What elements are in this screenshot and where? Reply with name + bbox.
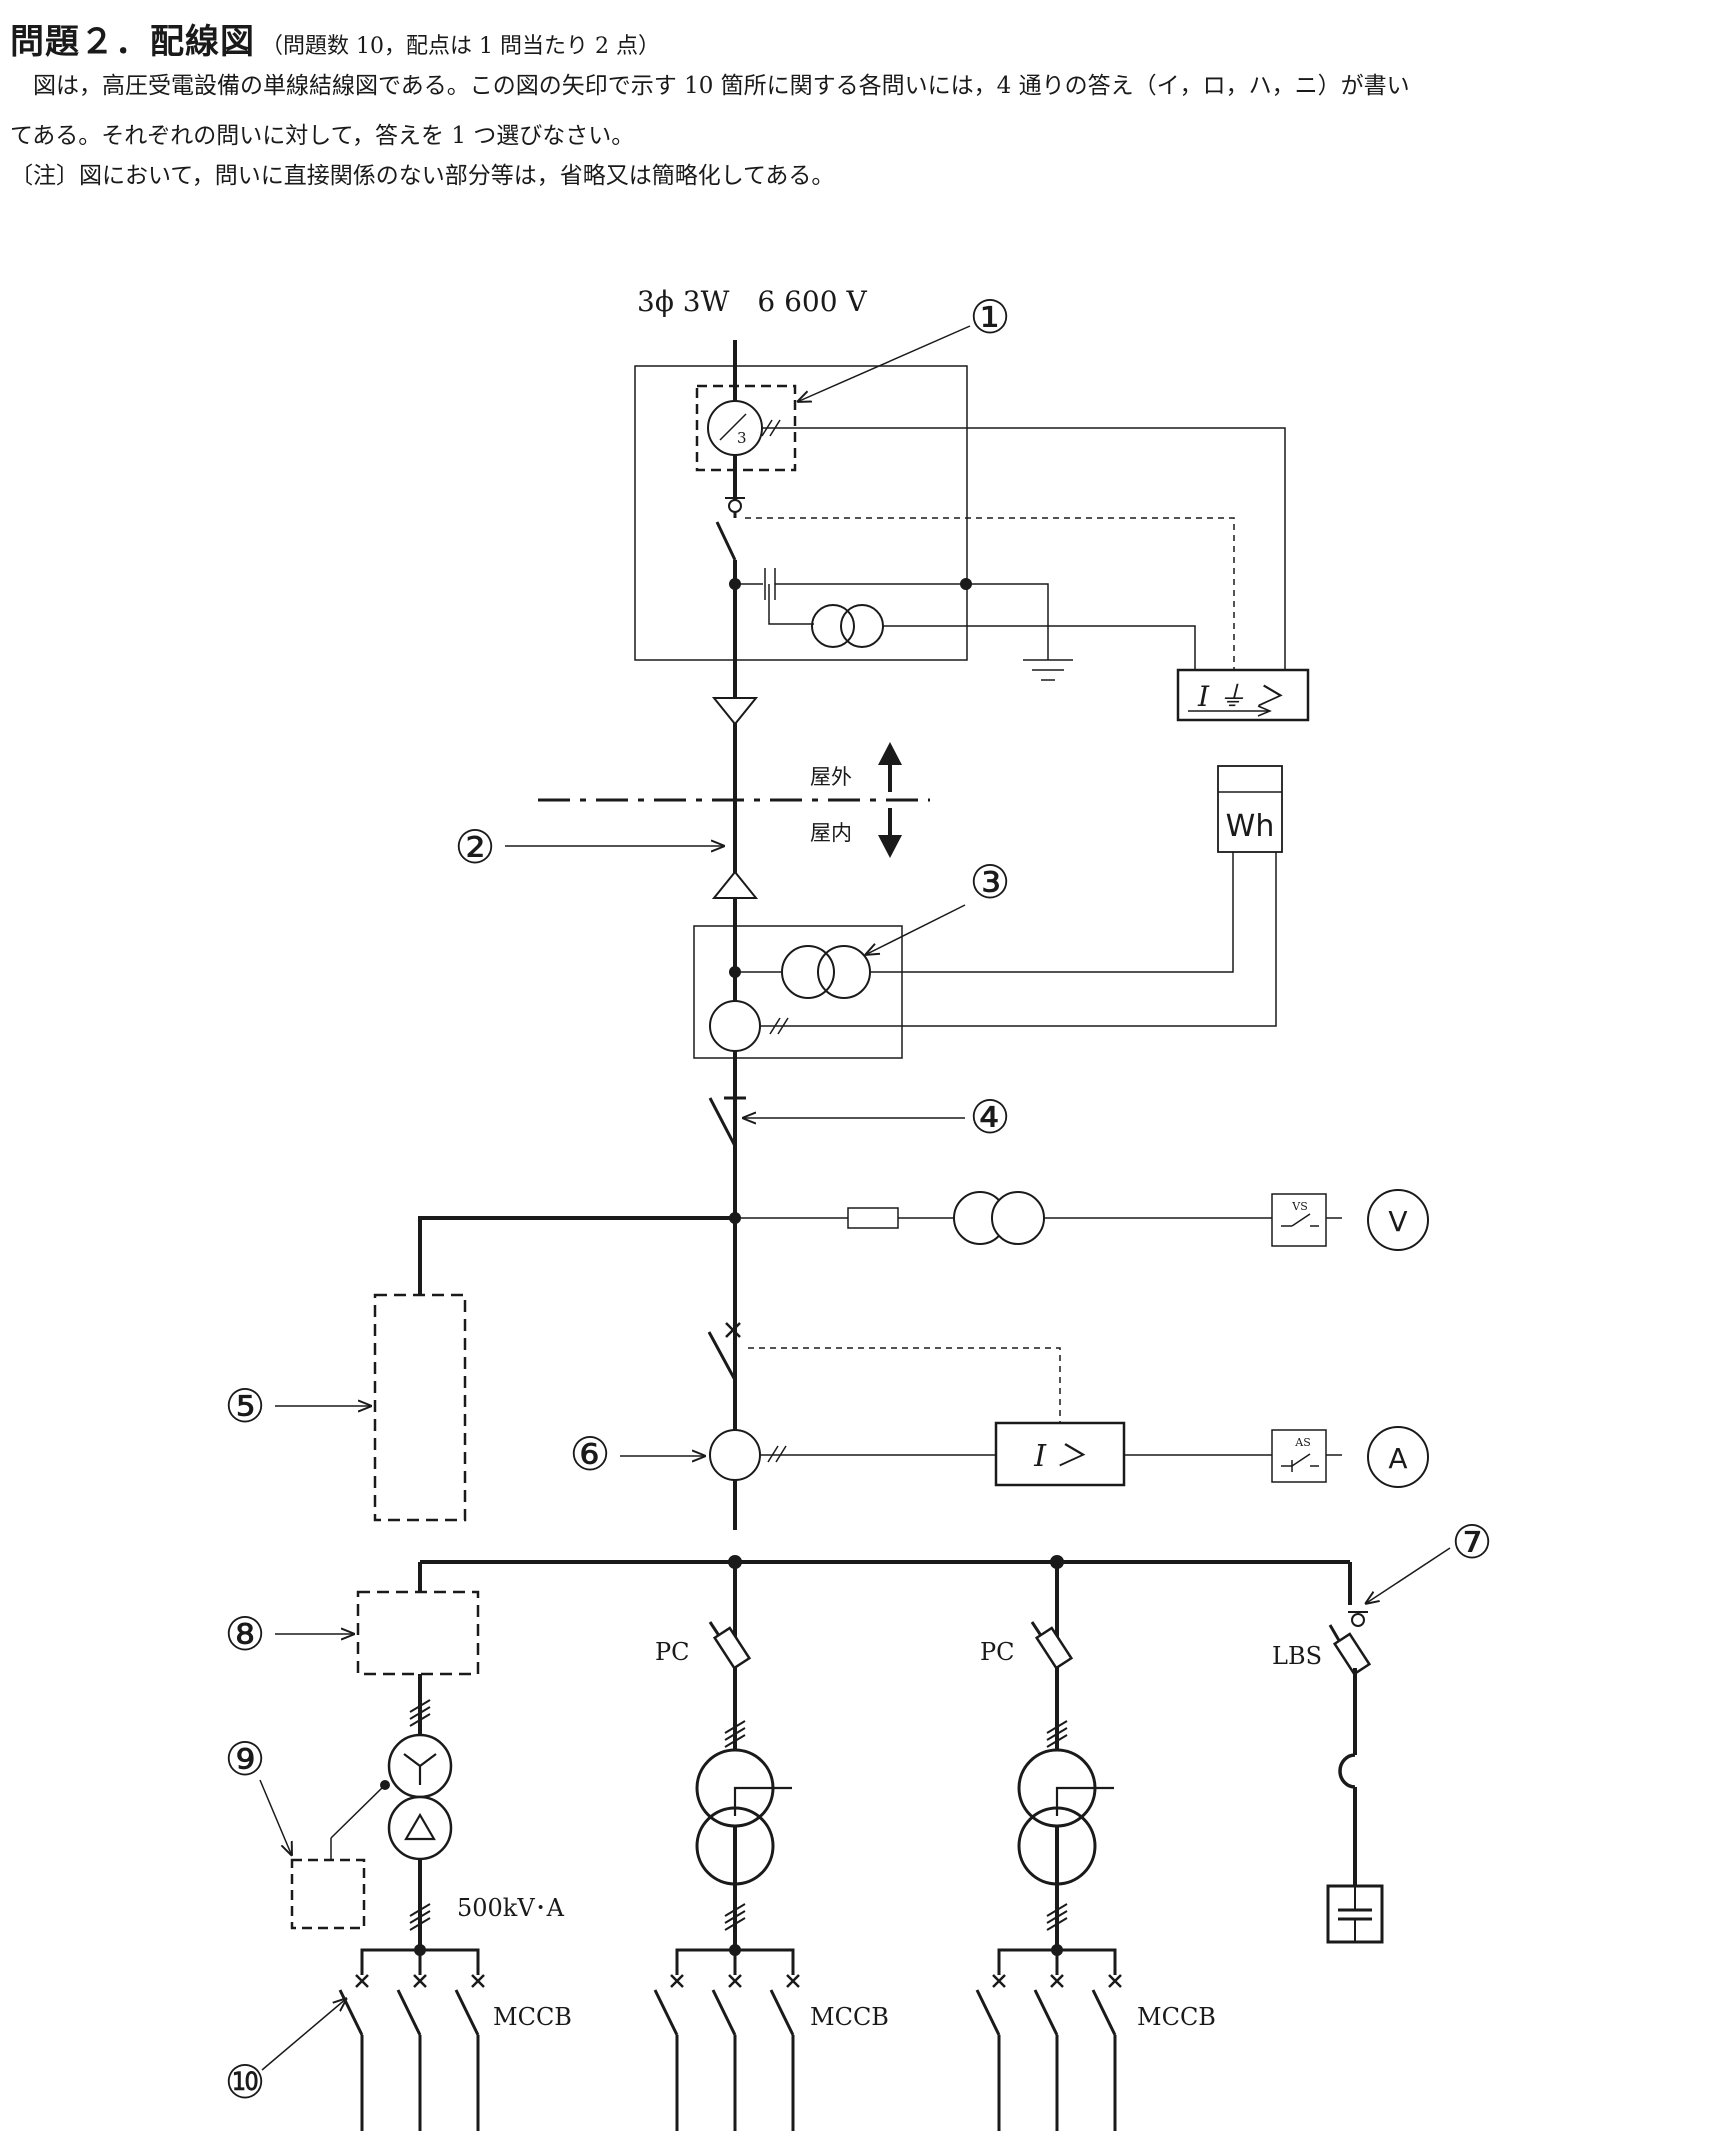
zct-number: 3 <box>737 429 747 447</box>
tr-secondary-delta <box>387 1795 453 1861</box>
ground-relay-label: I ⏚ ＞ <box>1197 680 1283 713</box>
marker-7: ⑦ <box>1451 1515 1492 1569</box>
voltmeter <box>1367 1189 1429 1251</box>
disconnector-blade <box>708 1097 737 1147</box>
zct-symbol <box>707 400 763 456</box>
note-line: 〔注〕図において，問いに直接関係のない部分等は，省略又は簡略化してある。 <box>10 163 835 189</box>
pas-switch-blade <box>715 521 737 561</box>
arrow-9 <box>259 1779 292 1856</box>
marker-1: ① <box>969 290 1010 344</box>
marker-4: ④ <box>969 1090 1010 1144</box>
arrow-10 <box>261 1998 347 2071</box>
marker-8-target-box <box>356 1590 480 1676</box>
delta-symbol-icon <box>404 1812 436 1841</box>
lbs-label: LBS <box>1272 1642 1322 1670</box>
zpd-transformer-1 <box>811 604 855 648</box>
zct-signal-line <box>762 427 1286 670</box>
vct-box <box>693 925 903 1059</box>
ammeter <box>1367 1426 1429 1488</box>
marker-10: ⑩ <box>224 2055 265 2109</box>
zpd-transformer-2 <box>840 604 884 648</box>
pc-label-1: PC <box>655 1638 690 1666</box>
wye-symbol-icon <box>403 1753 437 1785</box>
trip-link-dashed <box>745 517 1235 670</box>
mccb-label-1: MCCB <box>493 2003 572 2031</box>
marker-2: ② <box>454 820 495 874</box>
down-arrow-icon <box>878 835 902 858</box>
cable-head-indoor <box>711 870 759 899</box>
vct-vt-coil-2 <box>817 945 871 999</box>
wh-meter-box <box>1217 765 1283 853</box>
wh-meter-label: Wh <box>1226 809 1275 844</box>
pc-fuse-2 <box>1034 1626 1074 1670</box>
mccb-label-3: MCCB <box>1137 2003 1216 2031</box>
mccb-group-b <box>653 1974 800 2131</box>
page-subtitle: （問題数 10，配点は 1 問当たり 2 点） <box>261 34 660 59</box>
arrow-7 <box>1365 1547 1451 1604</box>
marker-1-target-box <box>695 384 797 472</box>
marker-8: ⑧ <box>224 1607 265 1661</box>
mccb-group-c <box>975 1974 1122 2131</box>
ct-symbol <box>709 1429 761 1481</box>
cable-head-outdoor <box>711 697 759 726</box>
vct-vt-coil-1 <box>781 945 835 999</box>
marker-9: ⑨ <box>224 1732 265 1786</box>
lbs-fuse <box>1332 1632 1372 1676</box>
vt-coil-2 <box>991 1191 1045 1245</box>
series-reactor-symbol <box>1338 1753 1356 1789</box>
marker-3: ③ <box>969 855 1010 909</box>
vs-switch-box <box>1271 1193 1327 1247</box>
outdoor-label: 屋外 <box>810 765 852 789</box>
pc-fuse-1 <box>712 1626 752 1670</box>
ammeter-label: A <box>1388 1442 1407 1475</box>
circuit-breaker-blade <box>707 1331 737 1381</box>
title-line: 問題２．配線図（問題数 10，配点は 1 問当たり 2 点） <box>10 14 660 63</box>
marker-5-target-box <box>373 1293 467 1522</box>
arrow-1 <box>797 325 971 402</box>
arrow-3 <box>865 904 966 955</box>
vs-label: VS <box>1291 1200 1307 1213</box>
pas-panel-box <box>634 365 968 661</box>
marker-9-target-box <box>290 1858 366 1930</box>
instruction-line-1: 図は，高圧受電設備の単線結線図である。この図の矢印で示す 10 箇所に関する各問… <box>10 73 1410 99</box>
overcurrent-relay-box <box>994 1421 1126 1487</box>
transformer-rating: 500kV･A <box>457 1894 565 1922</box>
cb-trip-dashed <box>748 1347 1061 1423</box>
vct-ct-coil <box>709 1000 761 1052</box>
instruction-line-2: てある。それぞれの問いに対して，答えを 1 つ選びなさい。 <box>10 123 635 149</box>
as-switch-box <box>1271 1429 1327 1483</box>
pc-label-2: PC <box>980 1638 1015 1666</box>
indoor-label: 屋内 <box>810 821 852 845</box>
up-arrow-icon <box>878 742 902 765</box>
mccb-label-2: MCCB <box>810 2003 889 2031</box>
marker-5: ⑤ <box>224 1379 265 1433</box>
as-label: AS <box>1294 1436 1310 1449</box>
vt-fuse <box>847 1207 899 1229</box>
mccb-group-a <box>338 1974 485 2131</box>
marker-6: ⑥ <box>569 1427 610 1481</box>
page-title: 問題２．配線図 <box>10 22 255 62</box>
voltmeter-label: V <box>1388 1205 1407 1238</box>
overcurrent-relay-label: I ＞ <box>1033 1439 1085 1474</box>
supply-label: 3ϕ 3W 6 600 V <box>637 285 867 318</box>
